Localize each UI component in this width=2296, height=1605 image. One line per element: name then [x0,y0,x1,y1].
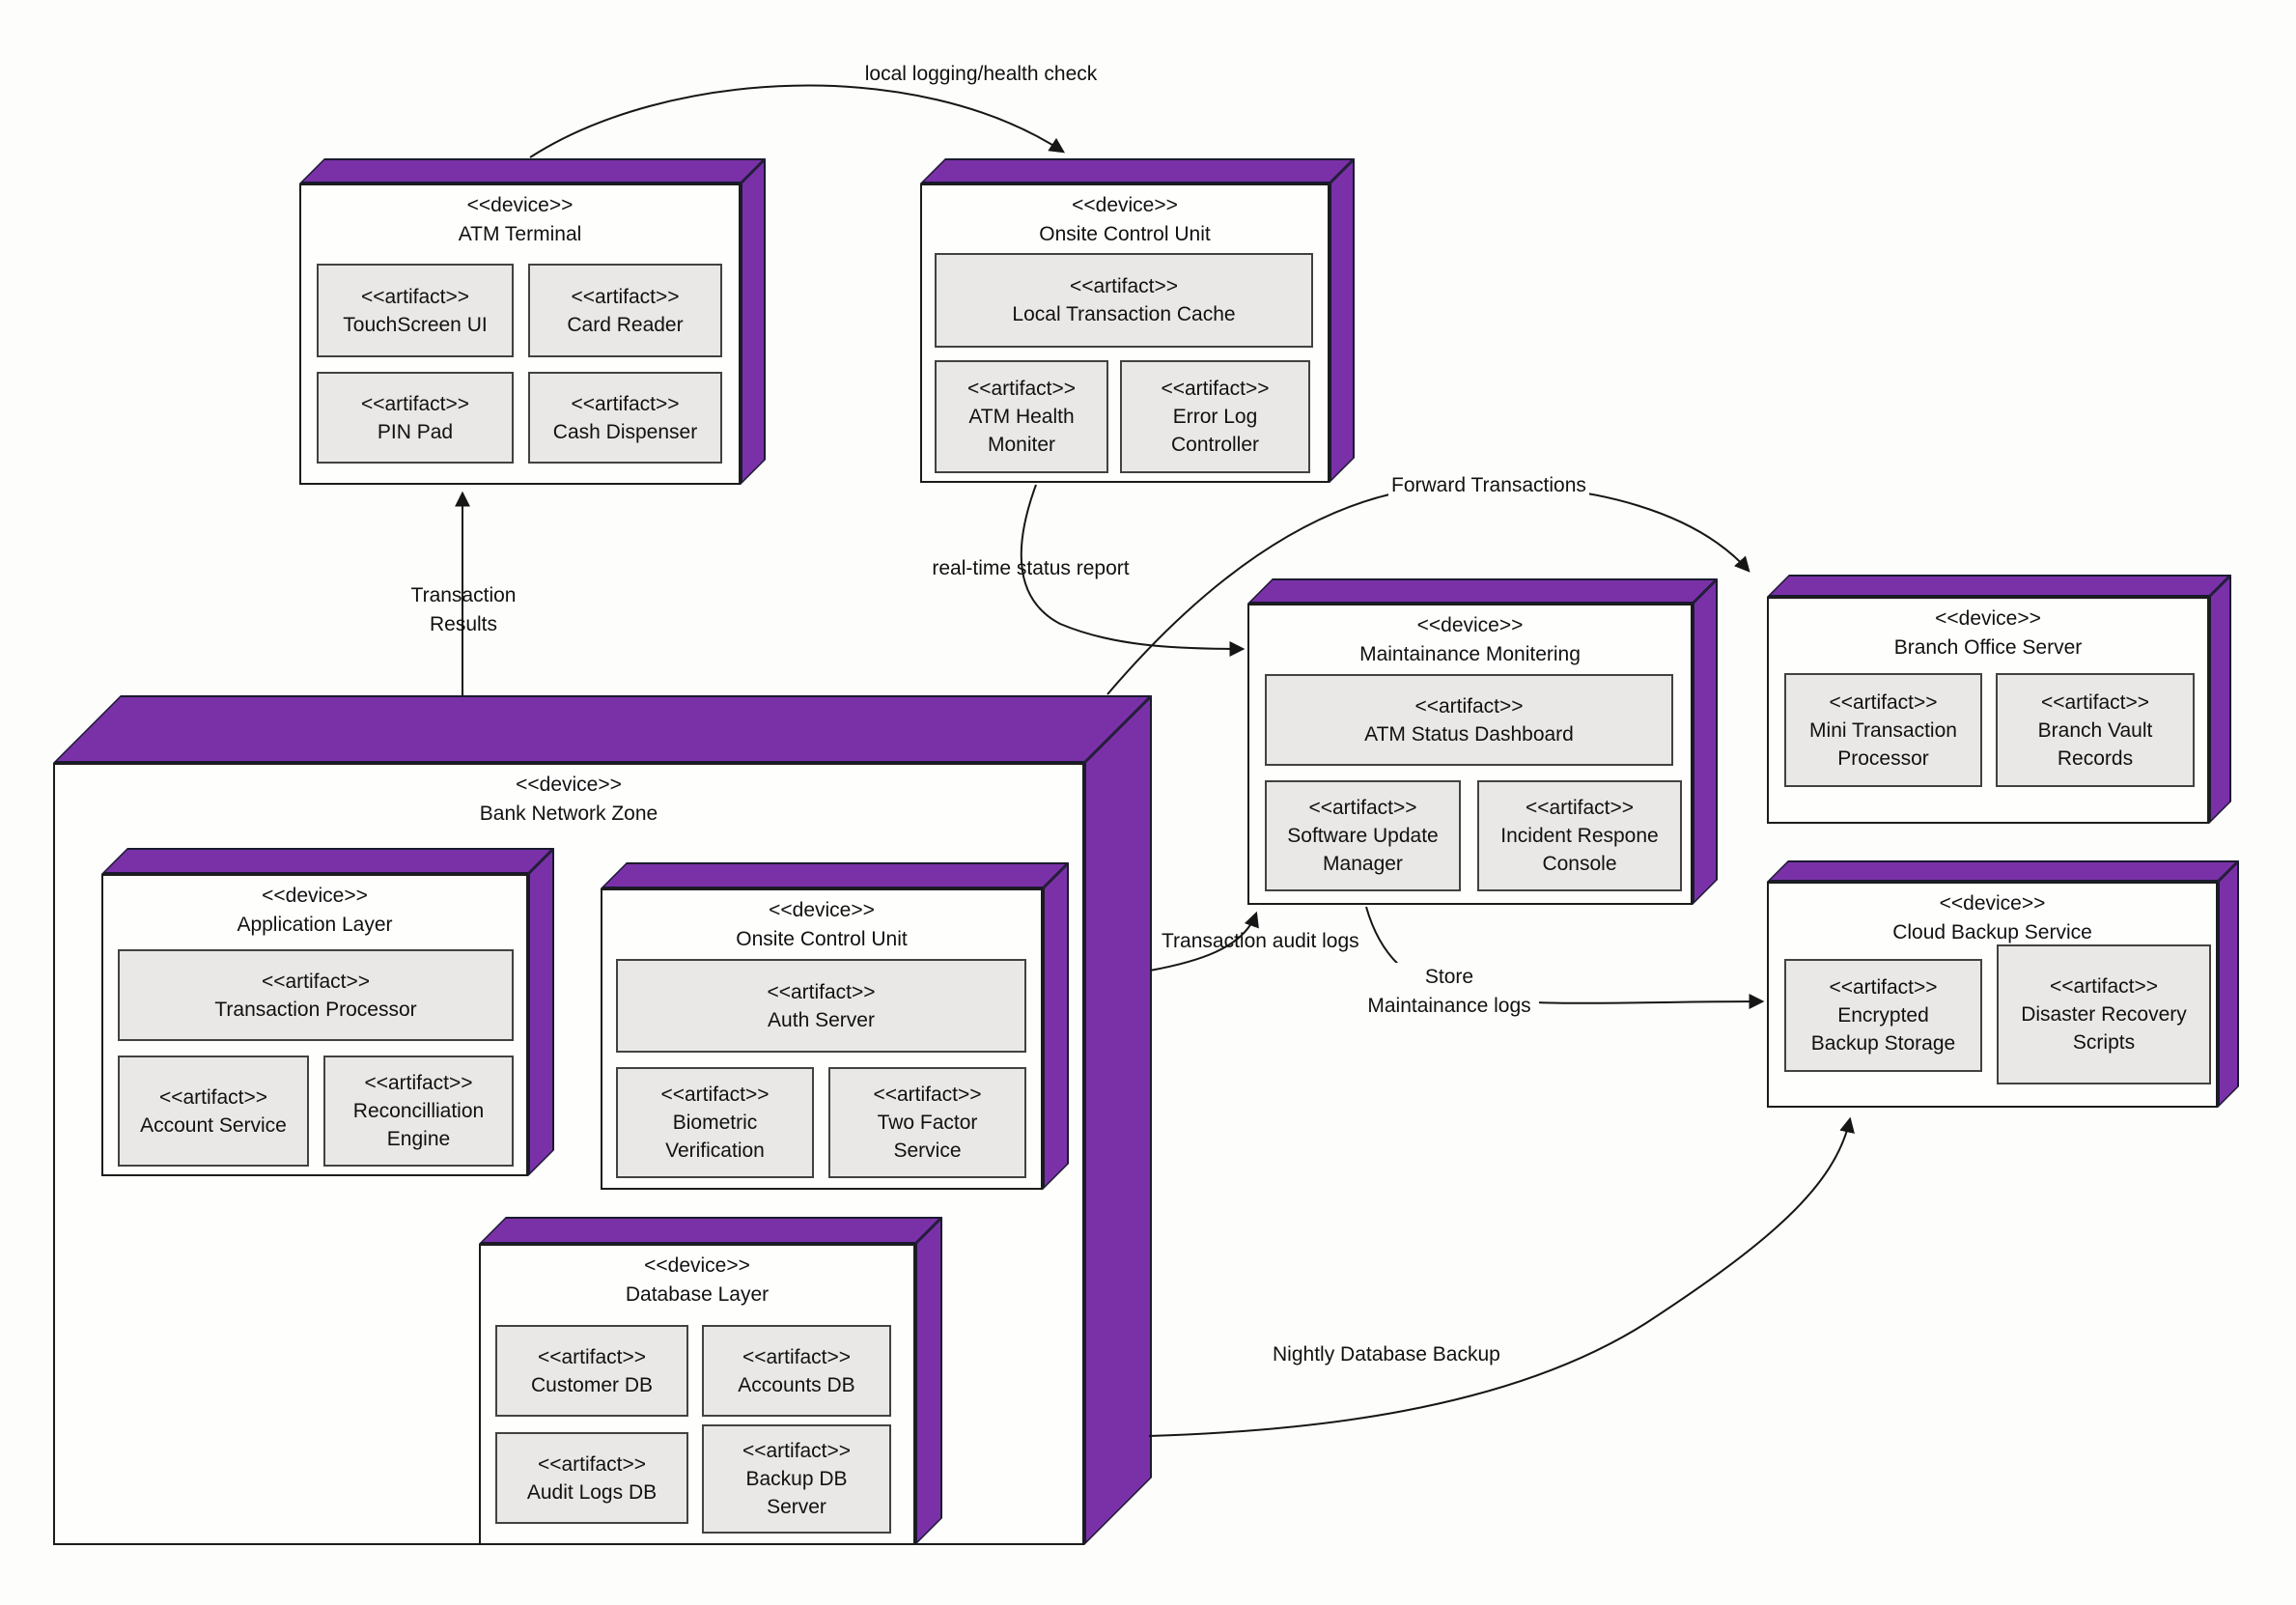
branch-office-server-side-face [2209,575,2231,824]
artifact-stereotype: <<artifact>> [537,1345,647,1368]
artifact-biometric-verification[interactable]: <<artifact>> Biometric Verification [616,1067,814,1178]
artifact-stereotype: <<artifact>> [873,1084,982,1106]
database-layer-top-face [479,1217,942,1244]
artifact-account-service[interactable]: <<artifact>> Account Service [118,1056,309,1167]
atm-terminal-side-face [741,158,766,485]
database-layer-side-face [915,1217,942,1545]
artifact-stereotype: <<artifact>> [360,285,470,308]
artifact-stereotype: <<artifact>> [571,392,680,415]
artifact-audit-logs-db[interactable]: <<artifact>> Audit Logs DB [495,1432,688,1524]
maintainance-monitering-top-face [1247,578,1718,604]
artifact-atm-health-moniter[interactable]: <<artifact>> ATM Health Moniter [935,360,1108,473]
artifact-accounts-db[interactable]: <<artifact>> Accounts DB [702,1325,891,1417]
artifact-name: Local Transaction Cache [1012,303,1236,325]
artifact-name: Transaction Processor [214,998,417,1021]
artifact-stereotype: <<artifact>> [2049,975,2159,998]
artifact-transaction-processor[interactable]: <<artifact>> Transaction Processor [118,949,514,1041]
edge-local-logging-health-check [529,84,1066,158]
label-transaction-audit-logs: Transaction audit logs [1162,930,1359,952]
onsite-control-unit-top-side-face [1330,158,1355,483]
label-store-maintainance-logs: Store Maintainance logs [1359,963,1539,1021]
artifact-stereotype: <<artifact>> [2040,690,2150,714]
artifact-disaster-recovery-scripts[interactable]: <<artifact>> Disaster Recovery Scripts [1997,944,2211,1084]
onsite-control-unit-top-top-face [920,158,1355,183]
artifact-error-log-controller[interactable]: <<artifact>> Error Log Controller [1120,360,1310,473]
artifact-name: Cash Dispenser [552,420,698,443]
cloud-backup-service-top-face [1767,860,2239,882]
artifact-name: Audit Logs DB [526,1480,658,1504]
artifact-atm-status-dashboard[interactable]: <<artifact>> ATM Status Dashboard [1265,674,1673,766]
artifact-stereotype: <<artifact>> [742,1345,852,1368]
artifact-name: Mini Transaction Processor [1809,718,1957,770]
artifact-name: Software Update Manager [1287,825,1439,875]
artifact-name: Encrypted Backup Storage [1810,1004,1956,1055]
artifact-name: Auth Server [768,1008,875,1031]
artifact-stereotype: <<artifact>> [360,392,470,415]
artifact-touchscreen-ui[interactable]: <<artifact>> TouchScreen UI [317,264,514,357]
artifact-name: Biometric Verification [665,1112,765,1162]
artifact-stereotype: <<artifact>> [1161,378,1270,400]
artifact-backup-db-server[interactable]: <<artifact>> Backup DB Server [702,1424,891,1534]
artifact-auth-server[interactable]: <<artifact>> Auth Server [616,959,1026,1053]
artifact-stereotype: <<artifact>> [571,285,680,308]
artifact-name: Error Log Controller [1170,406,1260,456]
artifact-name: Reconcilliation Engine [352,1100,485,1150]
artifact-mini-transaction-processor[interactable]: <<artifact>> Mini Transaction Processor [1784,673,1982,787]
artifact-stereotype: <<artifact>> [158,1085,268,1109]
onsite-control-unit-inner-side-face [1043,862,1069,1190]
artifact-two-factor-service[interactable]: <<artifact>> Two Factor Service [828,1067,1026,1178]
artifact-stereotype: <<artifact>> [660,1084,770,1106]
onsite-control-unit-inner-top-face [601,862,1069,888]
label-forward-transactions: Forward Transactions [1388,471,1589,500]
bank-network-zone-top-face [53,695,1152,763]
edge-nightly-database-backup [1148,1116,1855,1437]
artifact-stereotype: <<artifact>> [537,1452,647,1476]
artifact-name: Account Service [140,1113,287,1137]
atm-terminal-top-face [299,158,766,183]
artifact-stereotype: <<artifact>> [1069,275,1179,297]
artifact-customer-db[interactable]: <<artifact>> Customer DB [495,1325,688,1417]
artifact-name: ATM Health Moniter [968,406,1075,456]
artifact-stereotype: <<artifact>> [966,378,1077,400]
bank-network-zone-side-face [1084,695,1152,1545]
artifact-incident-respone-console[interactable]: <<artifact>> Incident Respone Console [1477,780,1682,891]
artifact-stereotype: <<artifact>> [1414,694,1524,718]
artifact-name: Two Factor Service [877,1112,978,1162]
artifact-name: PIN Pad [377,420,454,443]
artifact-stereotype: <<artifact>> [1308,797,1417,819]
artifact-name: Disaster Recovery Scripts [2021,1003,2187,1054]
artifact-stereotype: <<artifact>> [1829,690,1938,714]
branch-office-server-top-face [1767,575,2231,597]
artifact-stereotype: <<artifact>> [1525,797,1635,819]
artifact-name: ATM Status Dashboard [1364,722,1574,746]
artifact-name: TouchScreen UI [343,313,488,336]
artifact-name: Backup DB Server [745,1468,848,1518]
artifact-stereotype: <<artifact>> [364,1072,473,1094]
artifact-name: Customer DB [530,1373,654,1396]
artifact-stereotype: <<artifact>> [261,970,371,993]
artifact-cash-dispenser[interactable]: <<artifact>> Cash Dispenser [528,372,722,464]
label-real-time-status-report: real-time status report [932,557,1130,579]
artifact-local-transaction-cache[interactable]: <<artifact>> Local Transaction Cache [935,253,1313,348]
application-layer-side-face [528,848,554,1176]
maintainance-monitering-side-face [1693,578,1718,905]
artifact-name: Branch Vault Records [2037,718,2153,770]
artifact-card-reader[interactable]: <<artifact>> Card Reader [528,264,722,357]
artifact-name: Accounts DB [738,1373,855,1396]
artifact-software-update-manager[interactable]: <<artifact>> Software Update Manager [1265,780,1461,891]
label-nightly-database-backup: Nightly Database Backup [1270,1340,1503,1369]
artifact-reconcilliation-engine[interactable]: <<artifact>> Reconcilliation Engine [323,1056,514,1167]
artifact-stereotype: <<artifact>> [767,980,876,1003]
artifact-name: Card Reader [567,313,684,336]
artifact-branch-vault-records[interactable]: <<artifact>> Branch Vault Records [1996,673,2195,787]
artifact-name: Incident Respone Console [1500,825,1659,875]
artifact-pin-pad[interactable]: <<artifact>> PIN Pad [317,372,514,464]
artifact-encrypted-backup-storage[interactable]: <<artifact>> Encrypted Backup Storage [1784,959,1982,1072]
artifact-stereotype: <<artifact>> [742,1440,852,1462]
cloud-backup-service-side-face [2218,860,2239,1108]
application-layer-top-face [101,848,554,874]
artifact-stereotype: <<artifact>> [1829,976,1938,999]
label-local-logging-health-check: local logging/health check [864,63,1098,85]
label-transaction-results: Transaction Results [410,584,517,635]
